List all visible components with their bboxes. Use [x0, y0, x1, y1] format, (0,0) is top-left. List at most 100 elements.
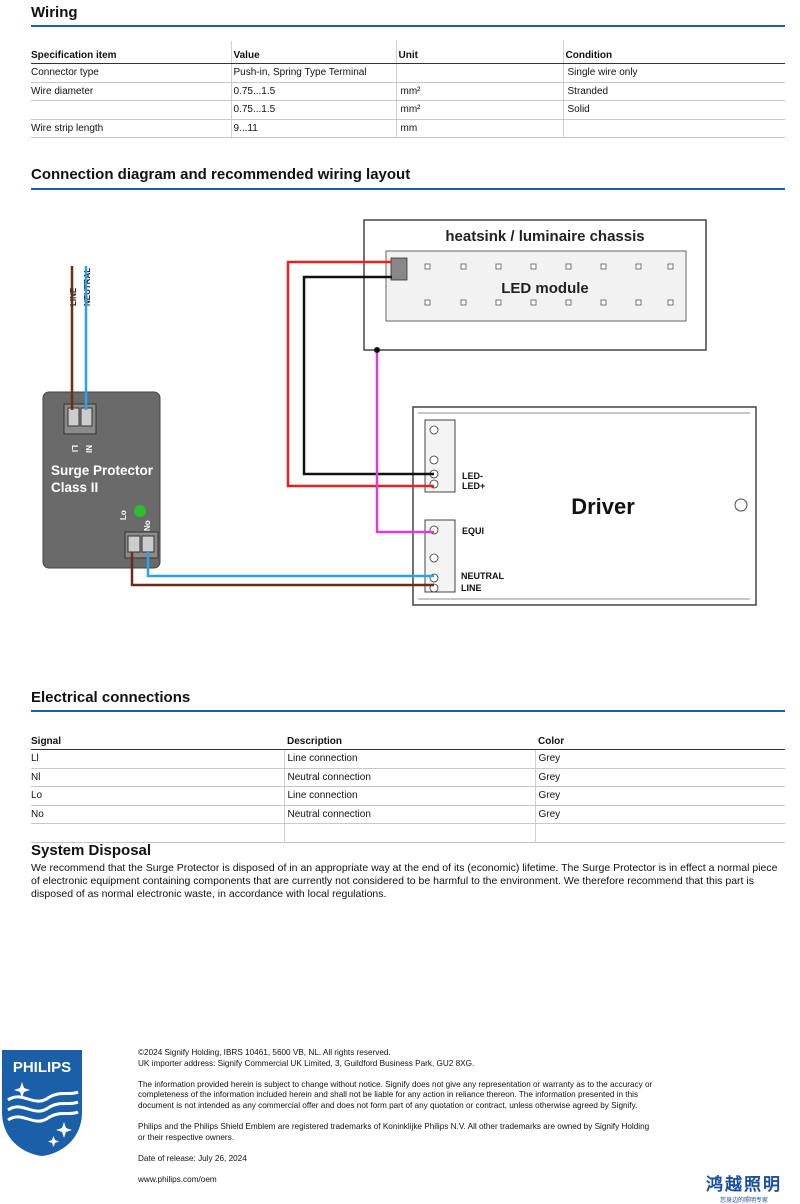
wiring-table: Specification item Value Unit Condition …: [31, 41, 785, 138]
driver-neutral-label: NEUTRAL: [461, 571, 504, 581]
table-cell: 9...11: [230, 119, 396, 138]
table-cell: mm²: [395, 100, 563, 120]
table-cell: [31, 823, 284, 843]
led-module-label: LED module: [501, 280, 589, 297]
watermark: 鸿越照明 您身边的照明专家: [706, 1170, 782, 1204]
table-row: Connector type Push-in, Spring Type Term…: [31, 63, 785, 83]
led-chips: [424, 263, 674, 306]
chassis-ground-dot: [374, 347, 380, 353]
wiring-header-row: Specification item Value Unit Condition: [31, 41, 785, 64]
equi-wire: [375, 353, 434, 534]
footer-importer: UK importer address: Signify Commercial …: [138, 1058, 475, 1068]
surge-protector: Surge Protector Class II Ll Nl Lo No: [42, 391, 161, 569]
sp-ni: Nl: [84, 445, 93, 453]
neutral-output-wire: [146, 552, 434, 578]
footer-disclaimer: The information provided herein is subje…: [138, 1079, 653, 1110]
table-cell: 0.75...1.5: [230, 100, 396, 120]
table-cell: Nl: [31, 768, 284, 787]
table-row: Wire diameter 0.75...1.5 mm² Stranded: [31, 82, 785, 101]
table-cell: Neutral connection: [283, 768, 535, 787]
sp-no: No: [143, 520, 152, 531]
driver-line-label: LINE: [461, 583, 482, 593]
driver: Driver LED- LED+ EQUI NEUTRAL LINE: [412, 406, 757, 606]
table-cell: [283, 823, 535, 843]
table-cell: Ll: [31, 749, 284, 769]
table-cell: mm: [395, 119, 563, 138]
table-cell: Grey: [534, 786, 785, 806]
table-cell: Line connection: [283, 786, 535, 806]
table-row: Lo Line connection Grey: [31, 786, 785, 806]
led-module-connector: [390, 257, 408, 281]
footer-trademarks: Philips and the Philips Shield Emblem ar…: [138, 1122, 650, 1142]
table-cell: [31, 100, 231, 120]
electrical-title: Electrical connections: [31, 689, 191, 706]
disposal-text: We recommend that the Surge Protector is…: [31, 862, 778, 900]
diagram-title: Connection diagram and recommended wirin…: [31, 166, 411, 183]
diagram-rule: [31, 188, 785, 190]
line-output-wire: [130, 552, 434, 587]
table-cell: Single wire only: [562, 63, 785, 83]
footer-release: Date of release: July 26, 2024: [138, 1153, 247, 1163]
sp-label-2: Class II: [51, 480, 98, 495]
electrical-header: Signal: [31, 727, 284, 750]
wiring-title: Wiring: [31, 4, 78, 21]
equi-label: EQUI: [462, 526, 484, 536]
table-row: [31, 823, 785, 843]
wiring-header: Condition: [562, 41, 785, 64]
logo-text: PHILIPS: [13, 1059, 71, 1076]
table-cell: No: [31, 805, 284, 824]
table-cell: Stranded: [562, 82, 785, 101]
table-cell: [534, 823, 785, 843]
neutral-input-label: NEUTRAL: [83, 268, 92, 306]
driver-label: Driver: [571, 494, 635, 519]
led-minus-label: LED-: [462, 471, 483, 481]
table-cell: Connector type: [31, 63, 231, 83]
led-module-board: [385, 250, 687, 322]
footer-copyright: ©2024 Signify Holding, IBRS 10461, 5600 …: [138, 1048, 391, 1057]
watermark-subtext: 您身边的照明专家: [719, 1197, 768, 1204]
watermark-text: 鸿越照明: [706, 1175, 782, 1195]
sp-li: Ll: [70, 445, 79, 452]
table-cell: Lo: [31, 786, 284, 806]
footer-url-link[interactable]: www.philips.com/oem: [138, 1175, 217, 1185]
table-row: 0.75...1.5 mm² Solid: [31, 100, 785, 120]
table-cell: mm²: [395, 82, 563, 101]
table-cell: Neutral connection: [283, 805, 535, 824]
disposal-title: System Disposal: [31, 842, 152, 859]
electrical-rule: [31, 710, 785, 712]
table-cell: Wire strip length: [31, 119, 231, 138]
chassis-label: heatsink / luminaire chassis: [445, 228, 644, 245]
status-led: [134, 505, 146, 517]
table-cell: [562, 119, 785, 138]
led-minus-wire: [302, 275, 434, 476]
footer: ©2024 Signify Holding, IBRS 10461, 5600 …: [138, 1048, 658, 1186]
table-row: Nl Neutral connection Grey: [31, 768, 785, 787]
led-plus-wire: [286, 260, 434, 488]
table-cell: 0.75...1.5: [230, 82, 396, 101]
table-cell: Grey: [534, 768, 785, 787]
sp-lo: Lo: [119, 510, 128, 520]
table-cell: Solid: [562, 100, 785, 120]
table-cell: Grey: [534, 805, 785, 824]
table-row: Ll Line connection Grey: [31, 749, 785, 769]
philips-shield-logo: PHILIPS: [2, 1050, 82, 1156]
electrical-table: Signal Description Color Ll Line connect…: [31, 727, 785, 843]
table-cell: Push-in, Spring Type Terminal: [230, 63, 396, 83]
table-cell: Wire diameter: [31, 82, 231, 101]
wiring-header: Value: [230, 41, 396, 64]
sp-label-1: Surge Protector: [51, 463, 154, 478]
led-plus-label: LED+: [462, 481, 485, 491]
electrical-header: Description: [284, 727, 535, 750]
line-input-label: LINE: [69, 287, 78, 306]
table-cell: Line connection: [283, 749, 535, 769]
wiring-header: Specification item: [31, 41, 231, 64]
electrical-header-row: Signal Description Color: [31, 727, 785, 750]
table-row: Wire strip length 9...11 mm: [31, 119, 785, 138]
wiring-header: Unit: [395, 41, 563, 64]
table-row: No Neutral connection Grey: [31, 805, 785, 824]
table-cell: Grey: [534, 749, 785, 769]
electrical-header: Color: [535, 727, 785, 750]
wiring-rule: [31, 25, 785, 27]
table-cell: [395, 63, 563, 83]
wiring-diagram: heatsink / luminaire chassis LED module …: [42, 219, 757, 606]
